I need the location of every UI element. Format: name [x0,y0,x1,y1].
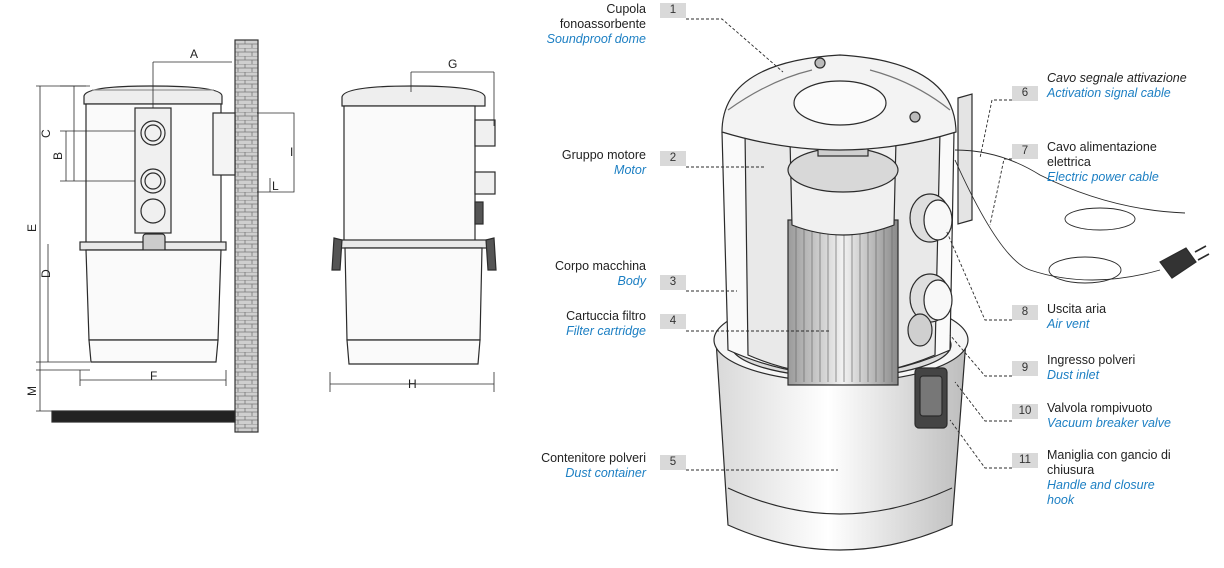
callout-9-en: Dust inlet [1047,368,1100,382]
dim-g: G [448,57,457,71]
dim-c: C [39,129,53,138]
callout-5-en: Dust container [565,466,646,480]
callout-8-it: Uscita aria [1047,302,1107,316]
callout-5-badge: 5 [660,455,686,470]
callout-11-badge: 11 [1012,453,1038,468]
callout-3-badge: 3 [660,275,686,290]
dim-e: E [25,224,39,232]
callout-6-text: Cavo segnale attivazione Activation sign… [1047,71,1219,101]
callout-1-en: Soundproof dome [546,32,646,46]
dim-i: I [290,145,293,159]
side-view-drawing [329,71,497,392]
leader-lines [686,18,1012,471]
dim-a: A [190,47,198,61]
callout-9-text: Ingresso polveri Dust inlet [1047,353,1207,383]
callout-1-badge: 1 [660,3,686,18]
callout-7-en: Electric power cable [1047,170,1159,184]
callout-7-it: Cavo alimentazione elettrica [1047,140,1157,169]
callout-2-badge: 2 [660,151,686,166]
callout-4-badge: 4 [660,314,686,329]
callout-10-text: Valvola rompivuoto Vacuum breaker valve [1047,401,1217,431]
callout-11-text: Maniglia con gancio di chiusura Handle a… [1047,448,1177,508]
dim-h: H [408,377,417,391]
callout-4-en: Filter cartridge [566,324,646,338]
dim-f: F [150,369,157,383]
dim-d: D [39,269,53,278]
callout-2-text: Gruppo motore Motor [520,148,646,178]
callout-3-it: Corpo macchina [554,259,646,273]
callout-10-badge: 10 [1012,404,1038,419]
callout-4-it: Cartuccia filtro [566,309,646,323]
cutaway-view-drawing [713,54,1210,551]
callout-10-en: Vacuum breaker valve [1047,416,1171,430]
callout-11-en: Handle and closure hook [1047,478,1155,507]
callout-3-text: Corpo macchina Body [520,259,646,289]
callout-8-text: Uscita aria Air vent [1047,302,1207,332]
callout-2-en: Motor [614,163,646,177]
callout-9-it: Ingresso polveri [1047,353,1136,367]
callout-2-it: Gruppo motore [561,148,646,162]
callout-1-it: Cupola fonoassorbente [559,2,646,31]
callout-7-text: Cavo alimentazione elettrica Electric po… [1047,140,1175,185]
callout-6-badge: 6 [1012,86,1038,101]
callout-3-en: Body [617,274,647,288]
callout-5-it: Contenitore polveri [541,451,646,465]
callout-1-text: Cupola fonoassorbente Soundproof dome [520,2,646,47]
callout-6-en: Activation signal cable [1047,86,1171,100]
callout-8-en: Air vent [1047,317,1090,331]
callout-6-it: Cavo segnale attivazione [1047,71,1187,85]
front-view-drawing [36,39,295,433]
callout-7-badge: 7 [1012,144,1038,159]
callout-4-text: Cartuccia filtro Filter cartridge [520,309,646,339]
wall [234,39,259,433]
front-view-dimension-letters: A B C D E F I L M [25,47,293,396]
floor-bar [51,410,236,423]
callout-8-badge: 8 [1012,305,1038,320]
dim-l: L [272,179,279,193]
callout-5-text: Contenitore polveri Dust container [500,451,646,481]
dim-b: B [51,152,65,160]
callout-11-it: Maniglia con gancio di chiusura [1047,448,1171,477]
dim-m: M [25,386,39,396]
callout-9-badge: 9 [1012,361,1038,376]
callout-10-it: Valvola rompivuoto [1047,401,1153,415]
